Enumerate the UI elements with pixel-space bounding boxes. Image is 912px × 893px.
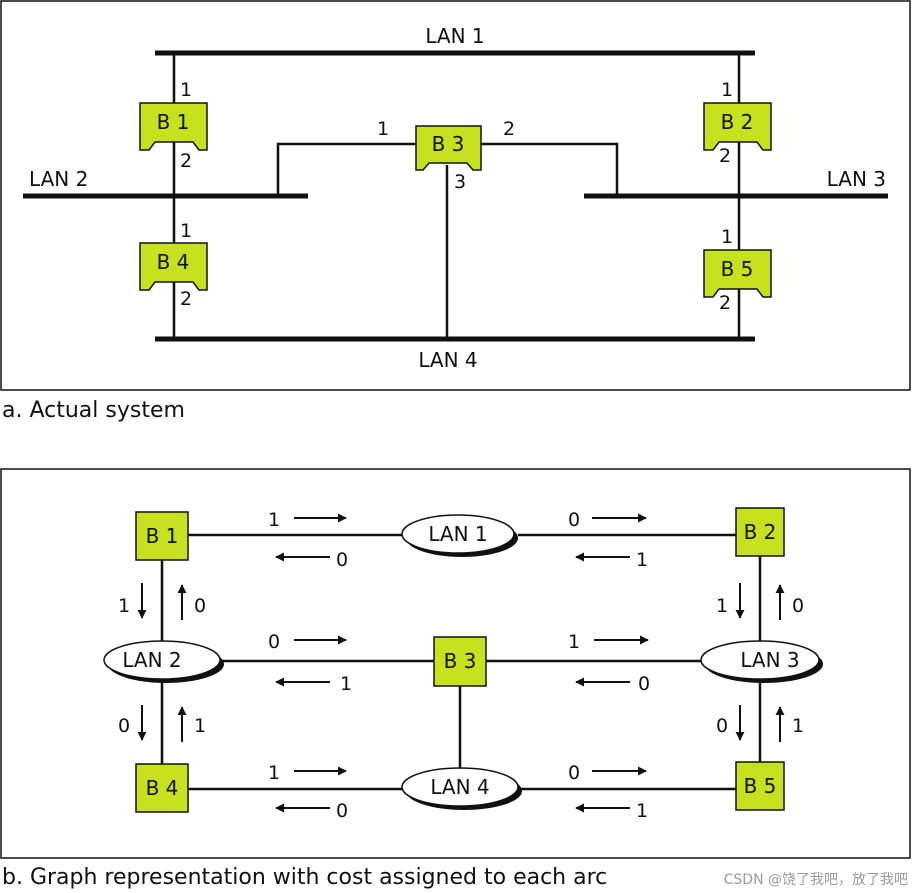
graph-b3-label: B 3 xyxy=(444,649,477,673)
cost-lan2-b3-fwd: 0 xyxy=(268,631,280,653)
lan3-label: LAN 3 xyxy=(827,167,886,191)
graph-b5-label: B 5 xyxy=(744,774,777,798)
graph-b1-label: B 1 xyxy=(146,524,179,548)
b3-port-1: 1 xyxy=(377,118,389,140)
wires-a xyxy=(172,53,741,339)
bridge-b5-label: B 5 xyxy=(721,257,754,281)
graph-b4-label: B 4 xyxy=(146,776,179,800)
lan4-label: LAN 4 xyxy=(418,348,477,372)
cost-lan3-b5-up: 1 xyxy=(792,715,804,737)
bridge-b2-shape xyxy=(703,102,772,151)
lan1-node xyxy=(401,514,518,557)
cost-lan2-b3-back: 1 xyxy=(340,673,352,695)
cost-labels: 1 0 0 1 1 0 1 0 0 1 1 0 0 1 0 1 1 0 0 1 xyxy=(118,509,804,822)
b2-port-1: 1 xyxy=(721,79,733,101)
graph-lan3-label: LAN 3 xyxy=(740,648,799,672)
cost-lan2-b4-up: 1 xyxy=(194,715,206,737)
bridge-b4-shape xyxy=(139,242,208,291)
cost-b4-lan4-fwd: 1 xyxy=(268,762,280,784)
lan2-node xyxy=(103,640,224,683)
lan4-node xyxy=(401,767,522,810)
graph-bridge-b1 xyxy=(135,511,189,561)
cost-b1-lan2-up: 0 xyxy=(194,595,206,617)
b1-port-2: 2 xyxy=(180,150,192,172)
b2-port-2: 2 xyxy=(719,145,731,167)
cost-b1-lan2-down: 1 xyxy=(118,595,130,617)
bridge-b1-shape xyxy=(139,102,208,151)
bridge-b3-shape xyxy=(415,125,482,171)
cost-b1-lan1-back: 0 xyxy=(336,549,348,571)
cost-lan1-b2-back: 1 xyxy=(636,549,648,571)
lan1-label: LAN 1 xyxy=(425,24,484,48)
cost-b3-lan3-back: 0 xyxy=(638,673,650,695)
lan3-node xyxy=(700,640,823,683)
cost-lan2-b4-down: 0 xyxy=(118,715,130,737)
edges-b xyxy=(160,533,762,791)
panel-b-frame xyxy=(0,468,911,859)
graph-bridge-b3 xyxy=(433,636,487,687)
watermark: CSDN @饶了我吧，放了我吧 xyxy=(724,872,908,888)
cost-b2-lan3-down: 1 xyxy=(716,595,728,617)
graph-bridge-b5 xyxy=(735,761,785,811)
graph-bridge-b2 xyxy=(735,507,785,557)
bridge-b3-label: B 3 xyxy=(432,132,465,156)
cost-b4-lan4-back: 0 xyxy=(336,800,348,822)
cost-b3-lan3-fwd: 1 xyxy=(568,631,580,653)
b1-port-1: 1 xyxy=(180,79,192,101)
lan2-label: LAN 2 xyxy=(29,167,88,191)
cost-b1-lan1-fwd: 1 xyxy=(268,509,280,531)
panel-a-frame xyxy=(0,0,911,391)
graph-lan1-label: LAN 1 xyxy=(428,522,487,546)
cost-lan1-b2-fwd: 0 xyxy=(568,509,580,531)
caption-b: b. Graph representation with cost assign… xyxy=(2,865,607,890)
cost-arrows xyxy=(137,513,785,813)
graph-bridge-b4 xyxy=(135,763,189,813)
cost-lan3-b5-down: 0 xyxy=(716,715,728,737)
cost-b2-lan3-up: 0 xyxy=(792,595,804,617)
bridge-b4-label: B 4 xyxy=(157,250,190,274)
bridge-b2-label: B 2 xyxy=(721,110,754,134)
cost-lan4-b5-fwd: 0 xyxy=(568,762,580,784)
cost-lan4-b5-back: 1 xyxy=(636,800,648,822)
b5-port-1: 1 xyxy=(721,226,733,248)
b5-port-2: 2 xyxy=(719,292,731,314)
b4-port-1: 1 xyxy=(180,220,192,242)
bridge-b1-label: B 1 xyxy=(157,110,190,134)
caption-a: a. Actual system xyxy=(2,398,185,423)
graph-lan4-label: LAN 4 xyxy=(430,775,489,799)
graph-b2-label: B 2 xyxy=(744,520,777,544)
b3-port-2: 2 xyxy=(503,118,515,140)
b4-port-2: 2 xyxy=(180,288,192,310)
graph-lan2-label: LAN 2 xyxy=(122,648,181,672)
b3-port-3: 3 xyxy=(454,171,466,193)
bridge-b5-shape xyxy=(703,249,772,298)
